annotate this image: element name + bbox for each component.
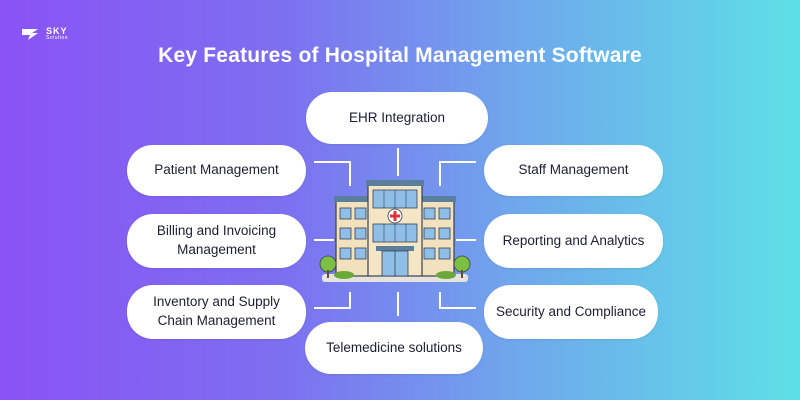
feature-billing-invoicing: Billing and Invoicing Management	[127, 214, 306, 268]
sky-solution-logo: SKY Solution	[18, 26, 68, 42]
feature-reporting-analytics: Reporting and Analytics	[484, 214, 663, 268]
brand-sub: Solution	[46, 35, 69, 41]
page-title: Key Features of Hospital Management Soft…	[158, 44, 642, 67]
connector-staff	[439, 161, 476, 186]
feature-patient-management: Patient Management	[127, 145, 306, 196]
feature-inventory-supply-chain: Inventory and Supply Chain Management	[127, 285, 306, 339]
feature-telemedicine: Telemedicine solutions	[305, 322, 483, 374]
hospital-building-icon	[319, 180, 471, 282]
tree-right-icon	[453, 255, 471, 278]
brand-name: SKY	[46, 26, 68, 36]
s-logo-icon	[22, 29, 38, 40]
feature-security-compliance: Security and Compliance	[484, 285, 658, 339]
feature-staff-management: Staff Management	[484, 145, 663, 196]
tree-left-icon	[319, 255, 337, 278]
connector-inventory	[314, 292, 351, 309]
feature-ehr-integration: EHR Integration	[306, 92, 488, 144]
connector-security	[439, 292, 476, 309]
connector-patient	[314, 161, 351, 186]
